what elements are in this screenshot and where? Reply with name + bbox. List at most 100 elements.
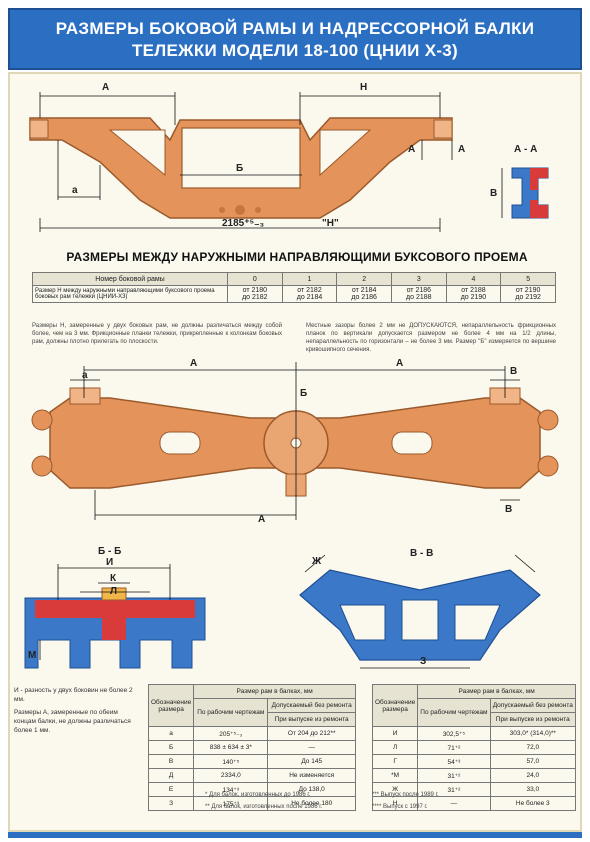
table1-cell-to: до 2188 — [406, 294, 432, 301]
side-frame-drawing — [29, 117, 453, 219]
section-vv-dim-z: З — [420, 656, 427, 667]
title-line-2: ТЕЛЕЖКИ МОДЕЛИ 18-100 (ЦНИИ Х-3) — [131, 41, 459, 60]
table3-cell: Н — [371, 796, 419, 811]
table3-cell: Г — [371, 754, 419, 769]
note-1: И - разность у двух боковин не более 2 м… — [14, 687, 133, 703]
table1-cell-to: до 2182 — [242, 294, 268, 301]
table2-cell: — — [267, 740, 356, 755]
dim-total-label: 2185⁺⁵₋₃ — [222, 218, 265, 229]
table1-num: 1 — [281, 272, 338, 286]
table1-num: 0 — [227, 272, 283, 286]
table2: Обозначение размера Размер рам в балках,… — [147, 684, 356, 811]
section-aa-title: А - А — [514, 144, 538, 155]
dim-a-label: А — [102, 82, 110, 93]
table2-cell: Не более 180 — [267, 796, 356, 811]
footnote-2: ** Для балок, изготовленных после 1986 г… — [205, 804, 323, 810]
bolster-dim-a-bottom: А — [258, 514, 266, 525]
footnote-1: * Для балок, изготовленных до 1986 г. — [205, 792, 311, 798]
bolster-dimensions — [70, 362, 520, 520]
table2-cell: Б — [147, 740, 195, 755]
dim-small-a-label: а — [72, 185, 78, 196]
table1-cell-from: от 2190 — [515, 287, 541, 294]
section-vv-drawing — [299, 569, 541, 661]
table2-col1: Обозначение размера — [147, 684, 195, 727]
table2-cell: 175⁺³ — [193, 796, 269, 811]
section-bb-dim-l: Л — [110, 586, 118, 597]
table2-cell: 205⁺⁵₋₃ — [193, 726, 269, 741]
dim-h-quoted-label: "Н" — [322, 218, 339, 229]
table2-cell: а — [147, 726, 195, 741]
table2-cell: 140⁺⁵ — [193, 754, 269, 769]
table1-num: 3 — [390, 272, 447, 286]
section-bb-dim-m: М — [28, 650, 37, 661]
dim-b-label: Б — [236, 163, 244, 174]
bolster-dim-a-right: А — [396, 358, 404, 369]
section-vv-dim-zh: Ж — [312, 556, 322, 567]
section-aa-dim-v: В — [490, 188, 498, 199]
table3-cell: 24,0 — [489, 768, 577, 783]
table1-num: 4 — [445, 272, 502, 286]
table1: Номер боковой рамы 0 1 2 3 4 5 Размер Н … — [32, 272, 556, 303]
table2-cell: До 145 — [267, 754, 356, 769]
table1-cell-from: от 2180 — [242, 287, 268, 294]
section-bb-dim-k: К — [110, 573, 117, 584]
bolster-dim-v: В — [510, 366, 518, 377]
dim-h-label: Н — [360, 82, 368, 93]
table2-cell: От 204 до 212** — [267, 726, 356, 741]
table2-col3: При выпуске из ремонта — [267, 712, 356, 727]
table3-cell: 31⁺² — [417, 768, 491, 783]
table1-header-label: Номер боковой рамы — [32, 272, 228, 286]
table2-cell: 2334,0 — [193, 768, 269, 783]
table3-cell: 54⁺³ — [417, 754, 491, 769]
table3-cell: 72,0 — [489, 740, 577, 755]
table2-col2: По рабочим чертежам — [193, 698, 269, 727]
table-row: Н—Не более 3 — [371, 796, 577, 811]
table3-col3: При выпуске из ремонта — [489, 712, 577, 727]
footnote-4: **** Выпуск с 1997 г. — [372, 804, 428, 810]
section-vv-title: В - В — [410, 548, 434, 559]
section-mark-a-1: А — [408, 144, 416, 155]
table2-col3-group: Допускаемый без ремонта — [267, 698, 356, 713]
table1-row-label: Размер Н между наружными направляющими б… — [32, 285, 228, 303]
bolster-dim-b: Б — [300, 388, 308, 399]
title-banner: РАЗМЕРЫ БОКОВОЙ РАМЫ И НАДРЕССОРНОЙ БАЛК… — [8, 8, 582, 70]
bolster-dim-small-a: а — [82, 370, 88, 381]
section-bb-drawing — [24, 587, 206, 669]
section-bb-title: Б - Б — [98, 546, 122, 557]
table2-cell: В — [147, 754, 195, 769]
title-line-1: РАЗМЕРЫ БОКОВОЙ РАМЫ И НАДРЕССОРНОЙ БАЛК… — [55, 19, 535, 38]
table2-col-group: Размер рам в балках, мм — [193, 684, 356, 699]
side-frame-dimensions — [39, 92, 453, 232]
bolster-drawing — [31, 387, 559, 497]
table1-cell-to: до 2190 — [460, 294, 487, 301]
table3-cell: 71⁺² — [417, 740, 491, 755]
section-mark-a-2: А — [458, 144, 466, 155]
table3-col3-group: Допускаемый без ремонта — [489, 698, 577, 713]
table3-cell: И — [371, 726, 419, 741]
table1-cell-from: от 2182 — [297, 287, 322, 294]
footnote-3: *** Выпуск после 1989 г. — [372, 792, 439, 798]
table3-cell: 302,5⁺⁵ — [417, 726, 491, 741]
note-2: Размеры А, замеренные по обеим концам ба… — [14, 709, 131, 734]
table3-cell: — — [417, 796, 491, 811]
bolster-dim-a-left: А — [190, 358, 198, 369]
table3-col2: По рабочим чертежам — [417, 698, 491, 727]
table2-cell: 838 ± 634 ± 3* — [193, 740, 269, 755]
table1-cell-to: до 2186 — [351, 294, 377, 301]
table3-cell: 33,0 — [489, 782, 577, 797]
table3-cell: Не более 3 — [489, 796, 577, 811]
